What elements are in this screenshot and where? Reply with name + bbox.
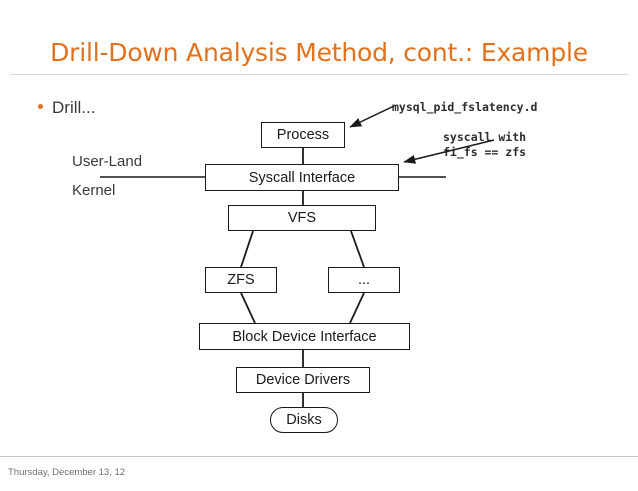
title-divider [10, 74, 628, 75]
bullet-dot-icon [38, 104, 43, 109]
bullet-label: Drill... [52, 98, 96, 117]
callout-arrow-syscall [403, 139, 495, 164]
diagram-node-other[interactable]: ... [328, 267, 400, 293]
diagram-node-block-device-interface[interactable]: Block Device Interface [199, 323, 410, 350]
edge-vfs-zfs [240, 230, 254, 268]
diagram-node-zfs[interactable]: ZFS [205, 267, 277, 293]
page-title: Drill-Down Analysis Method, cont.: Examp… [50, 38, 588, 67]
edge-vfs-other [350, 230, 365, 268]
callout-condition-line2: fi_fs == zfs [443, 145, 527, 159]
diagram-node-device-drivers[interactable]: Device Drivers [236, 367, 370, 393]
callout-command: mysql_pid_fslatency.d [392, 100, 538, 114]
diagram-node-process[interactable]: Process [261, 122, 345, 148]
callout-arrow-process [349, 105, 395, 128]
slide: Drill-Down Analysis Method, cont.: Examp… [0, 38, 638, 457]
layer-label-kernel: Kernel [72, 182, 116, 199]
diagram-node-syscall-interface[interactable]: Syscall Interface [205, 164, 399, 191]
edge-other-bdi [349, 292, 365, 324]
diagram-node-disks[interactable]: Disks [270, 407, 338, 433]
footer-date: Thursday, December 13, 12 [8, 467, 126, 478]
layer-label-user-land: User-Land [72, 153, 143, 170]
diagram-node-vfs[interactable]: VFS [228, 205, 376, 231]
callout-condition-line1: syscall with [443, 130, 527, 144]
edge-zfs-bdi [240, 292, 256, 324]
bullet-item: Drill... [38, 98, 95, 118]
diagram-connectors [100, 105, 495, 407]
